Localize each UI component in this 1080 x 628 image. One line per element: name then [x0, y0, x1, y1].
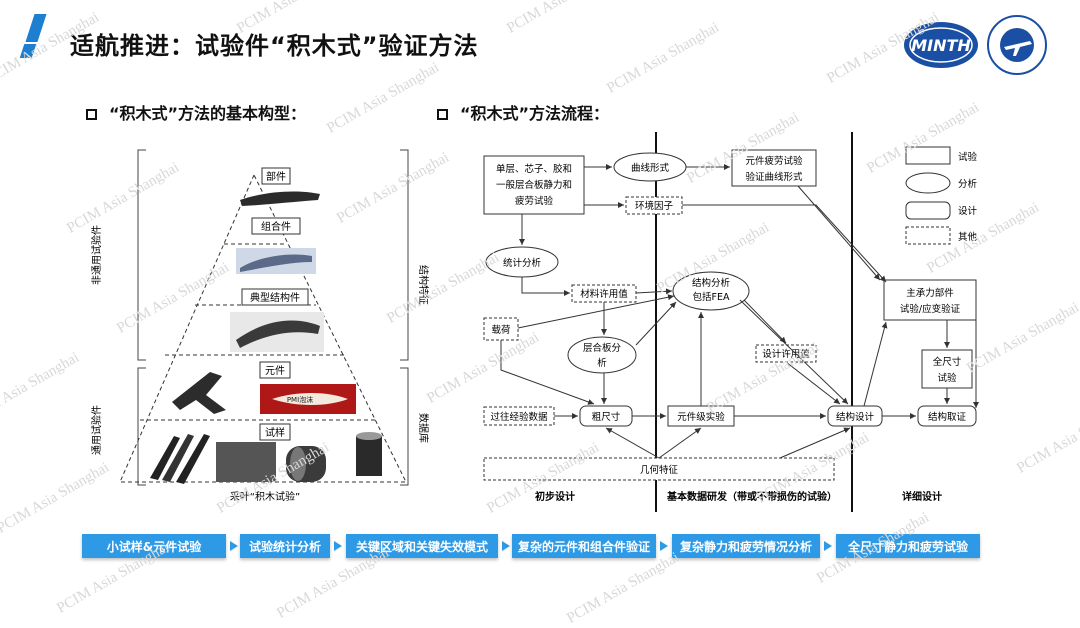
bottom-label: 采叶“积木试验”	[230, 490, 300, 503]
node-design-allowable: 设计许用值	[755, 344, 817, 363]
node-element-test: 元件级实验	[667, 405, 735, 427]
svg-text:包括FEA: 包括FEA	[693, 291, 730, 303]
svg-text:过往经验数据: 过往经验数据	[490, 411, 548, 423]
svg-text:全尺寸: 全尺寸	[933, 356, 962, 368]
svg-text:元件疲劳试验: 元件疲劳试验	[745, 155, 803, 167]
page-title: 适航推进：试验件“积木式”验证方法	[70, 32, 479, 60]
flow-arrow-icon	[502, 541, 510, 551]
level-box-element	[259, 361, 291, 379]
coupon-images	[150, 432, 382, 484]
svg-text:层合板分: 层合板分	[583, 342, 622, 354]
svg-text:试样: 试样	[265, 426, 285, 439]
node-geometry: 几何特征	[483, 457, 835, 481]
svg-text:元件: 元件	[265, 365, 285, 377]
svg-text:组合件: 组合件	[261, 220, 291, 233]
svg-text:试验: 试验	[958, 151, 978, 163]
node-full-scale-test: 全尺寸 试验	[921, 349, 973, 389]
flow-arrow-icon	[660, 541, 668, 551]
svg-text:材料许用值: 材料许用值	[580, 288, 628, 300]
svg-text:蒙皮: 蒙皮	[223, 395, 237, 404]
side-label-structure: 结构特征	[417, 265, 430, 305]
svg-text:单层、芯子、胶和: 单层、芯子、胶和	[496, 163, 572, 175]
level-box-component	[261, 167, 291, 185]
element-image	[172, 372, 226, 414]
flow-step-4: 复杂的元件和组合件验证	[512, 534, 656, 558]
checkbox-square-icon	[86, 109, 97, 120]
node-main-load-component: 主承力部件 试验/应变验证	[883, 279, 977, 321]
phase-label-preliminary: 初步设计	[535, 490, 575, 503]
level-box-assembly	[251, 217, 301, 235]
flow-step-2: 试验统计分析	[240, 534, 330, 558]
svg-text:MINTH: MINTH	[911, 36, 971, 55]
svg-text:载荷: 载荷	[491, 324, 511, 336]
svg-text:分析: 分析	[958, 178, 978, 190]
flow-step-6: 全尺寸静力和疲劳试验	[836, 534, 980, 558]
svg-text:结构分析: 结构分析	[692, 277, 731, 289]
university-seal-logo	[987, 15, 1047, 75]
svg-text:析: 析	[597, 357, 607, 369]
side-label-database: 数据库	[417, 413, 430, 443]
node-structural-design: 结构设计	[827, 405, 883, 427]
svg-text:试验: 试验	[937, 372, 957, 384]
level-box-coupon	[259, 423, 291, 441]
svg-text:结构取证: 结构取证	[928, 411, 967, 423]
minth-logo: MINTH	[904, 22, 978, 68]
phase-label-detail: 详细设计	[902, 490, 942, 503]
flow-arrow-icon	[230, 541, 238, 551]
node-statistics: 统计分析	[485, 246, 559, 278]
phase-label-basic-data: 基本数据研发（带或不带损伤的试验）	[666, 490, 837, 503]
legend: 试验 分析 设计 其他	[905, 146, 978, 245]
svg-text:主承力部件: 主承力部件	[906, 287, 954, 299]
side-label-nonstandard: 非通用试验件	[90, 225, 103, 285]
svg-text:统计分析: 统计分析	[503, 257, 542, 269]
flow-step-3: 关键区域和关键失效模式	[346, 534, 498, 558]
flow-arrow-icon	[334, 541, 342, 551]
flow-step-5: 复杂静力和疲劳情况分析	[672, 534, 820, 558]
right-section-heading: “积木式”方法流程：	[437, 100, 609, 124]
pyramid-diagram: 部件 组合件 典型结构件 元件 蒙皮 PMI泡沫 试样 采叶“积木试验” 非通用…	[90, 149, 430, 503]
svg-text:结构设计: 结构设计	[836, 411, 875, 423]
blade-image	[240, 191, 320, 206]
svg-text:元件级实验: 元件级实验	[677, 411, 725, 423]
node-material-allowable: 材料许用值	[571, 284, 637, 303]
svg-text:其他: 其他	[958, 231, 978, 243]
svg-text:疲劳试验: 疲劳试验	[515, 195, 554, 207]
node-env-factor: 环境因子	[625, 196, 683, 215]
node-laminate-analysis: 层合板分 析	[567, 336, 637, 374]
node-load: 载荷	[483, 317, 519, 341]
svg-text:PMI泡沫: PMI泡沫	[287, 395, 313, 404]
svg-text:验证曲线形式: 验证曲线形式	[745, 171, 803, 183]
svg-text:设计许用值: 设计许用值	[762, 348, 810, 360]
svg-text:几何特征: 几何特征	[640, 464, 679, 476]
left-section-heading: “积木式”方法的基本构型：	[86, 100, 306, 124]
svg-text:曲线形式: 曲线形式	[631, 162, 670, 174]
svg-text:粗尺寸: 粗尺寸	[592, 411, 621, 423]
svg-text:设计: 设计	[958, 205, 978, 217]
svg-text:环境因子: 环境因子	[635, 200, 674, 212]
node-past-data: 过往经验数据	[483, 406, 555, 426]
svg-text:试验/应变验证: 试验/应变验证	[900, 303, 961, 315]
svg-text:部件: 部件	[266, 170, 286, 183]
node-structural-certification: 结构取证	[917, 405, 977, 427]
flowchart-diagram: 初步设计 基本数据研发（带或不带损伤的试验） 详细设计 单层、芯子、胶和 一般层…	[483, 132, 979, 512]
node-laminate-tests: 单层、芯子、胶和 一般层合板静力和 疲劳试验	[483, 155, 585, 215]
svg-text:典型结构件: 典型结构件	[250, 291, 300, 304]
level-box-typical-structure	[241, 288, 309, 306]
node-curve-form: 曲线形式	[613, 152, 687, 182]
flow-step-1: 小试样&元件试验	[82, 534, 226, 558]
node-fea: 结构分析 包括FEA	[672, 271, 750, 311]
node-element-fatigue: 元件疲劳试验 验证曲线形式	[731, 149, 817, 187]
svg-text:一般层合板静力和: 一般层合板静力和	[496, 179, 572, 191]
node-rough-size: 粗尺寸	[579, 405, 633, 427]
checkbox-square-icon	[437, 109, 448, 120]
side-label-standard: 通用试验件	[90, 405, 103, 455]
flow-arrow-icon	[824, 541, 832, 551]
